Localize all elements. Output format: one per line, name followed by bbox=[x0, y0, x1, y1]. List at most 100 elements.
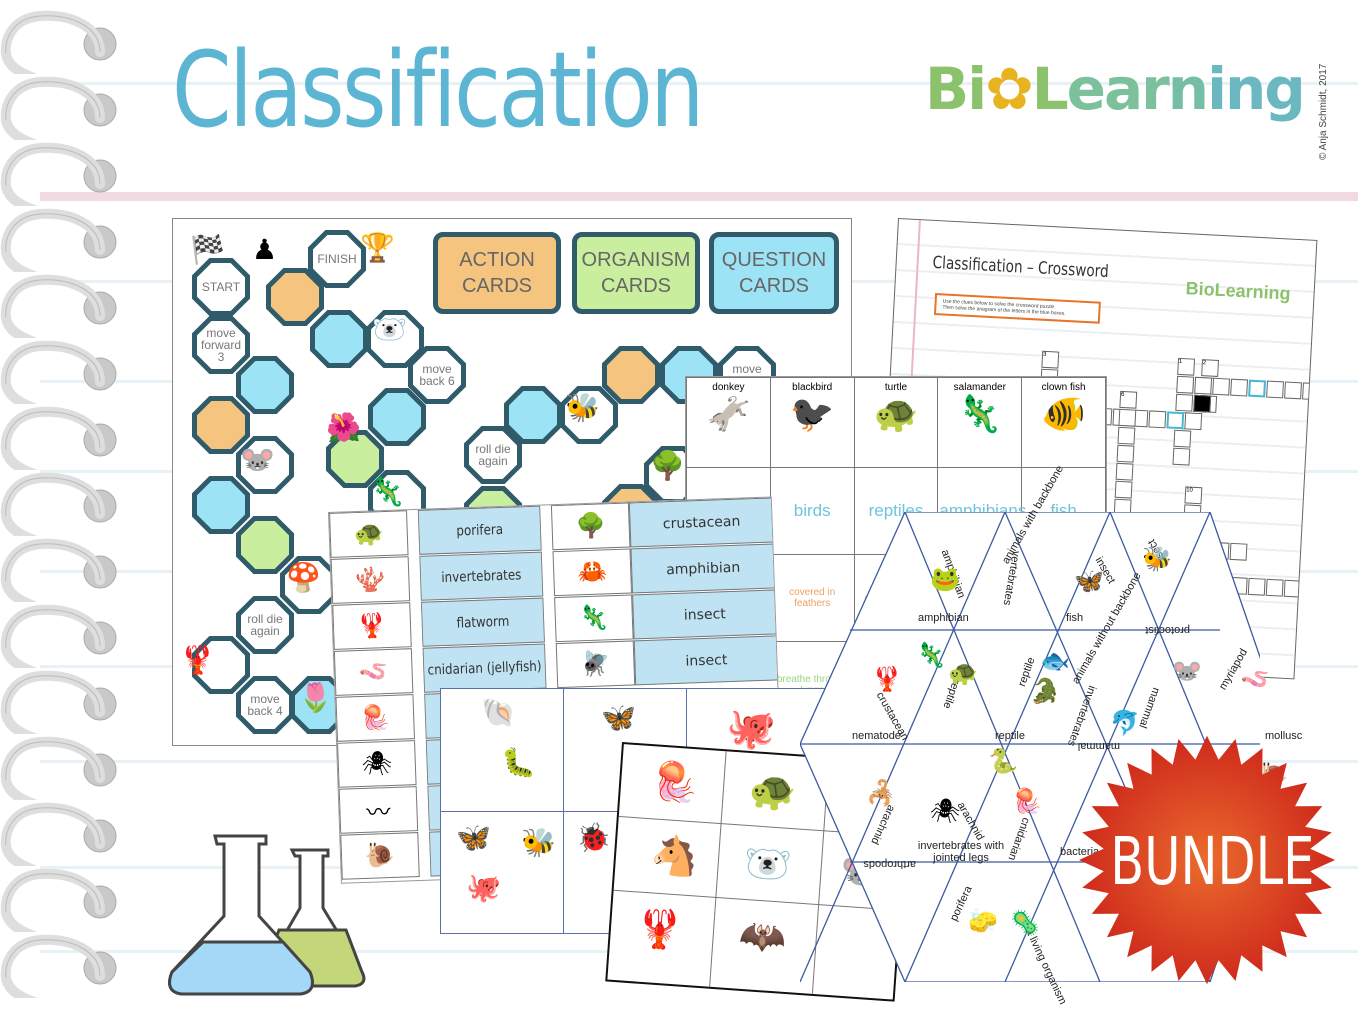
organism-space[interactable] bbox=[236, 516, 294, 574]
finish-space[interactable]: FINISH bbox=[308, 230, 366, 288]
spiral-ring-icon bbox=[0, 670, 117, 734]
question-space[interactable] bbox=[236, 356, 294, 414]
salamander-icon: 🦎 bbox=[370, 476, 405, 507]
tree-icon: 🌳 bbox=[650, 450, 685, 481]
organism-space[interactable] bbox=[326, 430, 384, 488]
tarsia-organism-icon: 🦞 bbox=[872, 666, 902, 693]
page-title: Classification bbox=[172, 29, 704, 151]
matching-card-term[interactable]: insect bbox=[633, 635, 780, 686]
matching-card-term[interactable]: flatworm bbox=[420, 597, 545, 647]
wasp-icon: 🐝 bbox=[521, 827, 556, 858]
matching-card-image[interactable]: 🕷 bbox=[337, 740, 417, 788]
matching-card-term[interactable]: invertebrates bbox=[419, 551, 544, 601]
crossword-cell[interactable] bbox=[1184, 412, 1203, 431]
animal-card[interactable]: blackbird🐦‍⬛ bbox=[769, 377, 855, 468]
space-label: roll die again bbox=[469, 431, 517, 479]
spiral-ring-icon bbox=[0, 208, 117, 272]
bee-space[interactable] bbox=[560, 386, 618, 444]
animal-card[interactable]: clown fish🐠 bbox=[1021, 377, 1106, 468]
crossword-cell[interactable]: 3 bbox=[1041, 350, 1060, 369]
tarsia-organism-icon: 🐸 bbox=[930, 566, 960, 593]
action-space[interactable] bbox=[266, 268, 324, 326]
dragonfly-icon: 🦋 bbox=[601, 702, 636, 733]
mouse-icon: 🐭 bbox=[240, 444, 275, 475]
start-space[interactable]: START bbox=[192, 258, 250, 316]
crossword-cell[interactable] bbox=[1283, 579, 1302, 598]
spiral-ring-icon bbox=[0, 736, 117, 800]
spiral-ring-icon bbox=[0, 472, 117, 536]
crossword-cell[interactable] bbox=[1212, 377, 1231, 396]
crossword-cell[interactable]: 2 bbox=[1201, 359, 1220, 377]
matching-card-image[interactable]: 🪸 bbox=[330, 556, 411, 604]
crossword-cell[interactable] bbox=[1117, 426, 1136, 445]
space-label bbox=[509, 391, 557, 439]
crossword-cell[interactable] bbox=[1173, 429, 1192, 448]
crossword-cell[interactable]: 6 bbox=[1119, 390, 1138, 409]
matching-card-image[interactable]: 🦞 bbox=[332, 602, 412, 650]
crossword-cell[interactable] bbox=[1265, 578, 1284, 597]
crossword-cell[interactable] bbox=[1248, 379, 1267, 398]
lobster-space[interactable] bbox=[192, 636, 250, 694]
matching-card-term[interactable]: porifera bbox=[417, 505, 542, 555]
matching-card-image[interactable]: 🪰 bbox=[555, 640, 636, 689]
question-space[interactable] bbox=[660, 346, 718, 404]
roll-again-space[interactable]: roll die again bbox=[464, 426, 522, 484]
question-space[interactable] bbox=[310, 310, 368, 368]
matching-card-image[interactable]: 🦎 bbox=[554, 594, 634, 643]
question-space[interactable] bbox=[504, 386, 562, 444]
matching-card-image[interactable]: 🐢 bbox=[329, 510, 409, 558]
roll-again-space[interactable]: roll die again bbox=[236, 596, 294, 654]
flasks-icon bbox=[168, 834, 366, 996]
crossword-cell[interactable] bbox=[1302, 382, 1318, 401]
matching-card-image[interactable]: 🪱 bbox=[333, 648, 414, 696]
matching-card-term[interactable]: cnidarian (jellyfish) bbox=[422, 643, 547, 693]
matching-card-term[interactable]: insect bbox=[632, 589, 778, 640]
mushroom-space[interactable] bbox=[280, 556, 338, 614]
matching-card-term[interactable]: crustacean bbox=[628, 497, 775, 548]
crossword-cell[interactable]: 10 bbox=[1184, 486, 1203, 505]
tarsia-organism-icon: 🐍 bbox=[988, 748, 1018, 775]
mouse-space[interactable] bbox=[236, 436, 294, 494]
animal-card[interactable]: turtle🐢 bbox=[853, 377, 939, 468]
matching-card-image[interactable]: 🦀 bbox=[552, 548, 633, 597]
matching-card-image[interactable]: 🌳 bbox=[550, 502, 631, 551]
space-label bbox=[197, 481, 245, 529]
animal-card[interactable]: donkey🫏 bbox=[686, 377, 771, 468]
feature-card[interactable]: covered in feathers bbox=[769, 554, 855, 642]
animal-card[interactable]: salamander🦎 bbox=[937, 377, 1023, 468]
crossword-cell[interactable] bbox=[1166, 411, 1185, 430]
space-label: FINISH bbox=[313, 235, 361, 283]
crossword-cell[interactable] bbox=[1194, 376, 1213, 395]
crossword-cell[interactable] bbox=[1148, 410, 1167, 429]
crossword-cell[interactable] bbox=[1266, 380, 1284, 399]
bundle-badge: BUNDLE bbox=[1078, 735, 1336, 985]
crossword-cell[interactable] bbox=[1115, 462, 1134, 481]
crossword-cell[interactable] bbox=[1172, 447, 1191, 466]
matching-card-term[interactable]: amphibian bbox=[630, 543, 776, 594]
move-forward-space[interactable]: move forward 3 bbox=[192, 316, 250, 374]
space-label bbox=[607, 351, 655, 399]
question-space[interactable] bbox=[192, 476, 250, 534]
crossword-cell[interactable] bbox=[1193, 394, 1212, 413]
crossword-cell[interactable] bbox=[1176, 375, 1195, 394]
crossword-cell[interactable]: 1 bbox=[1177, 357, 1196, 376]
crossword-cell[interactable] bbox=[1230, 378, 1249, 397]
crossword-cell[interactable] bbox=[1175, 393, 1194, 412]
spiral-ring-icon bbox=[0, 274, 117, 338]
action-space[interactable] bbox=[192, 396, 250, 454]
move-back-space[interactable]: move back 4 bbox=[236, 676, 294, 734]
matching-card-image[interactable]: 🪼 bbox=[335, 694, 415, 742]
crossword-cell[interactable] bbox=[1118, 408, 1137, 427]
move-back-space[interactable]: move back 6 bbox=[408, 346, 466, 404]
crossword-cell[interactable] bbox=[1114, 480, 1133, 499]
crossword-cell[interactable] bbox=[1116, 444, 1135, 463]
animal-name: salamander bbox=[953, 382, 1006, 393]
action-space[interactable] bbox=[602, 346, 660, 404]
space-label: START bbox=[197, 263, 245, 311]
crossword-cell[interactable] bbox=[1284, 381, 1302, 400]
tarsia-label: protoctist bbox=[1145, 624, 1190, 636]
question-space[interactable] bbox=[368, 388, 426, 446]
